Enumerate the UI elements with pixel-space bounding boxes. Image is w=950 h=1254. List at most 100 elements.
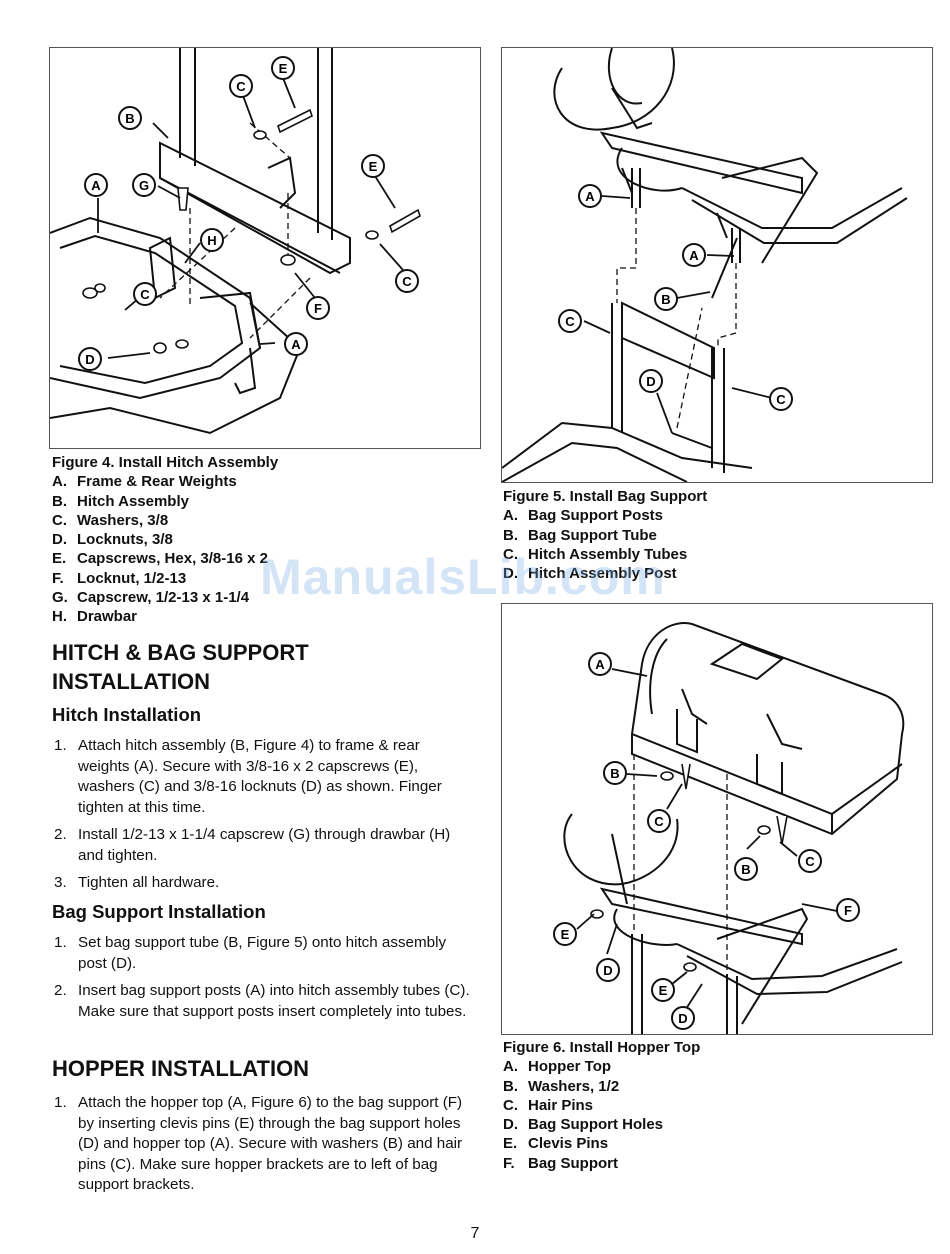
hopper-step-1: 1.Attach the hopper top (A, Figure 6) to… (54, 1094, 463, 1193)
callout-a-lower: A (682, 243, 706, 267)
svg-text:D: D (85, 352, 94, 367)
callout-a-top: A (84, 173, 108, 197)
svg-text:C: C (654, 814, 664, 829)
figure-6-item-f: F.Bag Support (503, 1154, 618, 1172)
fig5-callouts: A A B C D C (558, 184, 793, 411)
hitch-step-1: 1.Attach hitch assembly (B, Figure 4) to… (54, 737, 442, 816)
svg-text:D: D (678, 1011, 687, 1026)
hopper-top-drawing: A B C B C F E D E D (553, 622, 905, 1034)
figure-4-item-c: C.Washers, 3/8 (52, 511, 169, 529)
svg-text:D: D (603, 963, 612, 978)
callout-c-left: C (558, 309, 582, 333)
bag-support-drawing: A A B C D C (502, 48, 908, 482)
figure-5-item-c: C.Hitch Assembly Tubes (503, 545, 688, 563)
figure-4-item-f: F.Locknut, 1/2-13 (52, 569, 187, 587)
callout-f: F (306, 296, 330, 320)
figure-4-item-e: E.Capscrews, Hex, 3/8-16 x 2 (52, 550, 268, 568)
callout-c-left: C (133, 282, 157, 306)
callout-b-left: B (603, 761, 627, 785)
hitch-installation-steps: 1.Attach hitch assembly (B, Figure 4) to… (52, 736, 472, 901)
figure-4-illustration: A B G C E E H C F C A D (49, 47, 481, 449)
callout-e-right: E (361, 154, 385, 178)
svg-text:B: B (125, 111, 134, 126)
svg-text:C: C (565, 314, 575, 329)
callout-e-left: E (553, 922, 577, 946)
figure-6-item-e: E.Clevis Pins (503, 1135, 609, 1153)
section-heading-line2: INSTALLATION (52, 669, 211, 694)
section-heading-hitch-bag: HITCH & BAG SUPPORT INSTALLATION (52, 638, 309, 696)
callout-b: B (118, 106, 142, 130)
hitch-step-2: 2.Install 1/2-13 x 1-1/4 capscrew (G) th… (54, 826, 451, 864)
callout-d: D (78, 347, 102, 371)
svg-text:B: B (610, 766, 619, 781)
bag-support-step-2: 2.Insert bag support posts (A) into hitc… (54, 982, 470, 1020)
figure-5-item-b: B.Bag Support Tube (503, 526, 657, 544)
callout-e-right: E (651, 978, 675, 1002)
figure-6-item-d: D.Bag Support Holes (503, 1116, 664, 1134)
svg-text:C: C (776, 392, 786, 407)
callout-d-left: D (596, 958, 620, 982)
svg-text:A: A (291, 337, 301, 352)
svg-text:E: E (659, 983, 668, 998)
figure-6-title: Figure 6. Install Hopper Top (503, 1039, 701, 1056)
svg-text:E: E (279, 61, 288, 76)
figure-5-item-d: D.Hitch Assembly Post (503, 565, 677, 583)
callout-g: G (132, 173, 156, 197)
figure-6-caption: Figure 6. Install Hopper Top A.Hopper To… (503, 1038, 700, 1173)
callout-a-right: A (284, 332, 308, 356)
figure-5-illustration: A A B C D C (501, 47, 933, 483)
svg-text:E: E (369, 159, 378, 174)
fig4-callouts: A B G C E E H C F C A D (78, 56, 419, 371)
figure-4-item-d: D.Locknuts, 3/8 (52, 531, 173, 549)
hopper-installation-steps: 1.Attach the hopper top (A, Figure 6) to… (52, 1093, 472, 1203)
callout-c-right: C (395, 269, 419, 293)
callout-e-top: E (271, 56, 295, 80)
svg-text:E: E (561, 927, 570, 942)
bag-support-installation-steps: 1.Set bag support tube (B, Figure 5) ont… (52, 933, 472, 1029)
figure-4-item-g: G.Capscrew, 1/2-13 x 1-1/4 (52, 589, 250, 607)
figure-4-item-h: H.Drawbar (52, 608, 138, 626)
svg-text:C: C (140, 287, 150, 302)
hitch-assembly-drawing: A B G C E E H C F C A D (50, 48, 421, 435)
callout-a: A (588, 652, 612, 676)
svg-text:A: A (585, 189, 595, 204)
callout-d: D (639, 369, 663, 393)
figure-4-item-b: B.Hitch Assembly (52, 492, 189, 510)
callout-h: H (200, 228, 224, 252)
figure-5-title: Figure 5. Install Bag Support (503, 488, 708, 505)
section-heading-line1: HITCH & BAG SUPPORT (52, 640, 309, 665)
callout-c-left: C (647, 809, 671, 833)
svg-text:C: C (402, 274, 412, 289)
svg-text:A: A (689, 248, 699, 263)
callout-c-right: C (769, 387, 793, 411)
figure-6-item-b: B.Washers, 1/2 (503, 1077, 620, 1095)
callout-c-right: C (798, 849, 822, 873)
svg-text:C: C (805, 854, 815, 869)
figure-4-item-a: A.Frame & Rear Weights (52, 473, 237, 491)
svg-text:H: H (207, 233, 216, 248)
figure-5-caption: Figure 5. Install Bag Support A.Bag Supp… (503, 487, 707, 583)
figure-6-item-c: C.Hair Pins (503, 1096, 594, 1114)
svg-text:C: C (236, 79, 246, 94)
hitch-step-3: 3.Tighten all hardware. (54, 874, 220, 891)
section-heading-hopper: HOPPER INSTALLATION (52, 1056, 310, 1081)
page-number: 7 (470, 1225, 480, 1242)
figure-4-caption: Figure 4. Install Hitch Assembly A.Frame… (52, 453, 278, 627)
figure-6-item-a: A.Hopper Top (503, 1058, 612, 1076)
svg-text:G: G (139, 178, 149, 193)
svg-text:A: A (91, 178, 101, 193)
callout-c-top: C (229, 74, 253, 98)
svg-text:F: F (314, 301, 322, 316)
callout-b: B (654, 287, 678, 311)
svg-text:B: B (661, 292, 670, 307)
svg-text:B: B (741, 862, 750, 877)
bag-support-step-1: 1.Set bag support tube (B, Figure 5) ont… (54, 934, 447, 972)
svg-text:A: A (595, 657, 605, 672)
svg-text:D: D (646, 374, 655, 389)
figure-6-illustration: A B C B C F E D E D (501, 603, 933, 1035)
callout-d-right: D (671, 1006, 695, 1030)
fig6-callouts: A B C B C F E D E D (553, 652, 860, 1030)
figure-4-title: Figure 4. Install Hitch Assembly (52, 454, 279, 471)
figure-5-item-a: A.Bag Support Posts (503, 507, 664, 525)
svg-text:F: F (844, 903, 852, 918)
